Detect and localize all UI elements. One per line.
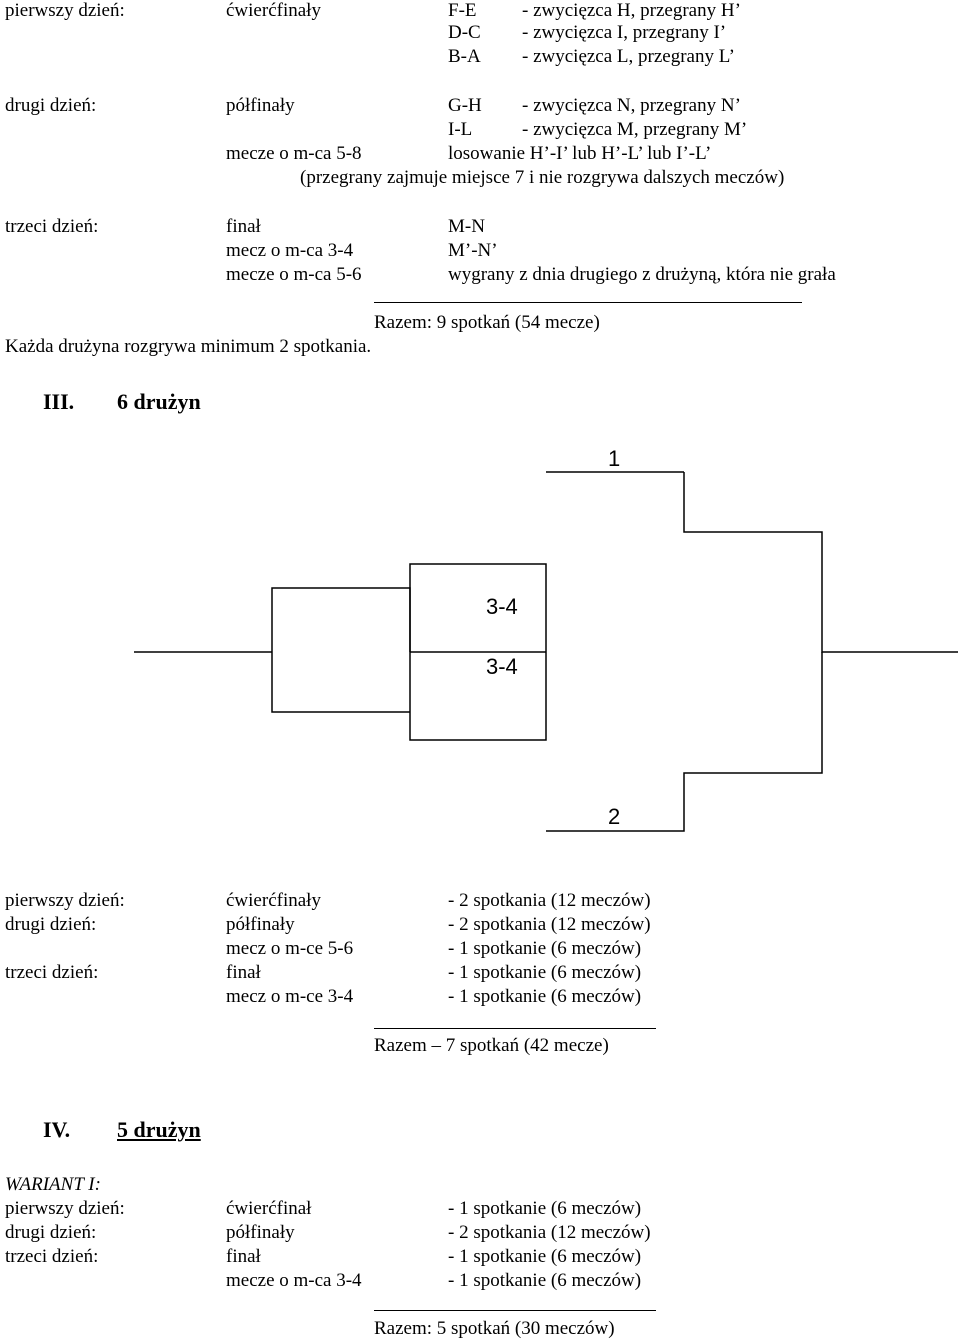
s4-day2-count: - 2 spotkania (12 meczów) — [448, 1222, 651, 1243]
s4-total-summary: Razem: 5 spotkań (30 meczów) — [374, 1318, 615, 1339]
day3-stage2: mecz o m-ca 3-4 — [226, 240, 354, 261]
day2-stage: półfinały — [226, 95, 295, 116]
s3-total-divider — [374, 1028, 656, 1029]
day3-stage3: mecze o m-ca 5-6 — [226, 264, 362, 285]
s3-day3-stage: finał — [226, 962, 261, 983]
s4-section-title: 5 drużyn — [117, 1117, 201, 1142]
s3-total-summary: Razem – 7 spotkań (42 mecze) — [374, 1035, 609, 1056]
s4-day3-count2: - 1 spotkanie (6 meczów) — [448, 1270, 642, 1291]
day3-stage: finał — [226, 216, 261, 237]
s3-day3-count: - 1 spotkanie (6 meczów) — [448, 962, 642, 983]
s4-day1-label: pierwszy dzień: — [5, 1198, 125, 1219]
day2-stage2: mecze o m-ca 5-8 — [226, 143, 362, 164]
bracket-box-top — [409, 563, 547, 652]
match-5-6-desc: wygrany z dnia drugiego z drużyną, która… — [448, 264, 836, 285]
match-mn: M-N — [448, 216, 485, 237]
s3-day3-label: trzeci dzień: — [5, 962, 99, 983]
bracket-label-mid2: 3-4 — [486, 654, 518, 679]
match-mn-prime: M’-N’ — [448, 240, 498, 261]
s4-day2-label: drugi dzień: — [5, 1222, 97, 1243]
s4-day3-label: trzeci dzień: — [5, 1246, 99, 1267]
s4-day1-count: - 1 spotkanie (6 meczów) — [448, 1198, 642, 1219]
day1-label: pierwszy dzień: — [5, 0, 125, 21]
match-5-8-desc: losowanie H’-I’ lub H’-L’ lub I’-L’ — [448, 143, 712, 164]
match-il: I-L — [448, 119, 473, 140]
s4-day3-stage2: mecze o m-ca 3-4 — [226, 1270, 362, 1291]
match-dc-desc: - zwycięzca I, przegrany I’ — [522, 22, 727, 43]
s4-day2-stage: półfinały — [226, 1222, 295, 1243]
bracket-connector-left-bottom — [271, 652, 410, 713]
bracket-connector-left-top — [271, 587, 411, 652]
s3-day2-count: - 2 spotkania (12 meczów) — [448, 914, 651, 935]
s4-day3-stage: finał — [226, 1246, 261, 1267]
s3-day3-stage2: mecz o m-ce 3-4 — [226, 986, 354, 1007]
match-ba: B-A — [448, 46, 481, 67]
total-summary: Razem: 9 spotkań (54 mecze) — [374, 312, 600, 333]
match-fe: F-E — [448, 0, 477, 21]
s3-day2-count2: - 1 spotkanie (6 meczów) — [448, 938, 642, 959]
match-il-desc: - zwycięzca M, przegrany M’ — [522, 119, 748, 140]
section-number: III. — [43, 389, 75, 414]
variant-label: WARIANT I: — [5, 1174, 101, 1195]
bracket-label-seed1: 1 — [608, 446, 620, 471]
s4-day3-count: - 1 spotkanie (6 meczów) — [448, 1246, 642, 1267]
match-ba-desc: - zwycięzca L, przegrany L’ — [522, 46, 735, 67]
s4-day1-stage: ćwierćfinał — [226, 1198, 312, 1219]
bracket-diagram: 1 3-4 3-4 2 — [134, 446, 958, 832]
bracket-connector-right-top — [683, 472, 958, 653]
match-dc: D-C — [448, 22, 481, 43]
s4-total-divider — [374, 1310, 656, 1311]
match-fe-desc: - zwycięzca H, przegrany H’ — [522, 0, 741, 21]
match-gh-desc: - zwycięzca N, przegrany N’ — [522, 95, 741, 116]
s3-day2-label: drugi dzień: — [5, 914, 97, 935]
day2-label: drugi dzień: — [5, 95, 97, 116]
s3-day2-stage2: mecz o m-ce 5-6 — [226, 938, 354, 959]
s3-day2-stage: półfinały — [226, 914, 295, 935]
total-divider — [374, 302, 802, 303]
s3-day3-count2: - 1 spotkanie (6 meczów) — [448, 986, 642, 1007]
bracket-box-bottom — [409, 652, 547, 741]
match-5-8-note: (przegrany zajmuje miejsce 7 i nie rozgr… — [300, 167, 785, 188]
s4-section-number: IV. — [43, 1117, 71, 1142]
match-gh: G-H — [448, 95, 482, 116]
bracket-label-seed2: 2 — [608, 804, 620, 829]
s3-day1-stage: ćwierćfinały — [226, 890, 321, 911]
minimum-note: Każda drużyna rozgrywa minimum 2 spotkan… — [5, 336, 372, 357]
bracket-label-mid1: 3-4 — [486, 594, 518, 619]
day3-label: trzeci dzień: — [5, 216, 99, 237]
day1-stage: ćwierćfinały — [226, 0, 321, 21]
s3-day1-count: - 2 spotkania (12 meczów) — [448, 890, 651, 911]
s3-day1-label: pierwszy dzień: — [5, 890, 125, 911]
section-title: 6 drużyn — [117, 389, 201, 414]
bracket-connector-right-bottom — [546, 652, 823, 832]
